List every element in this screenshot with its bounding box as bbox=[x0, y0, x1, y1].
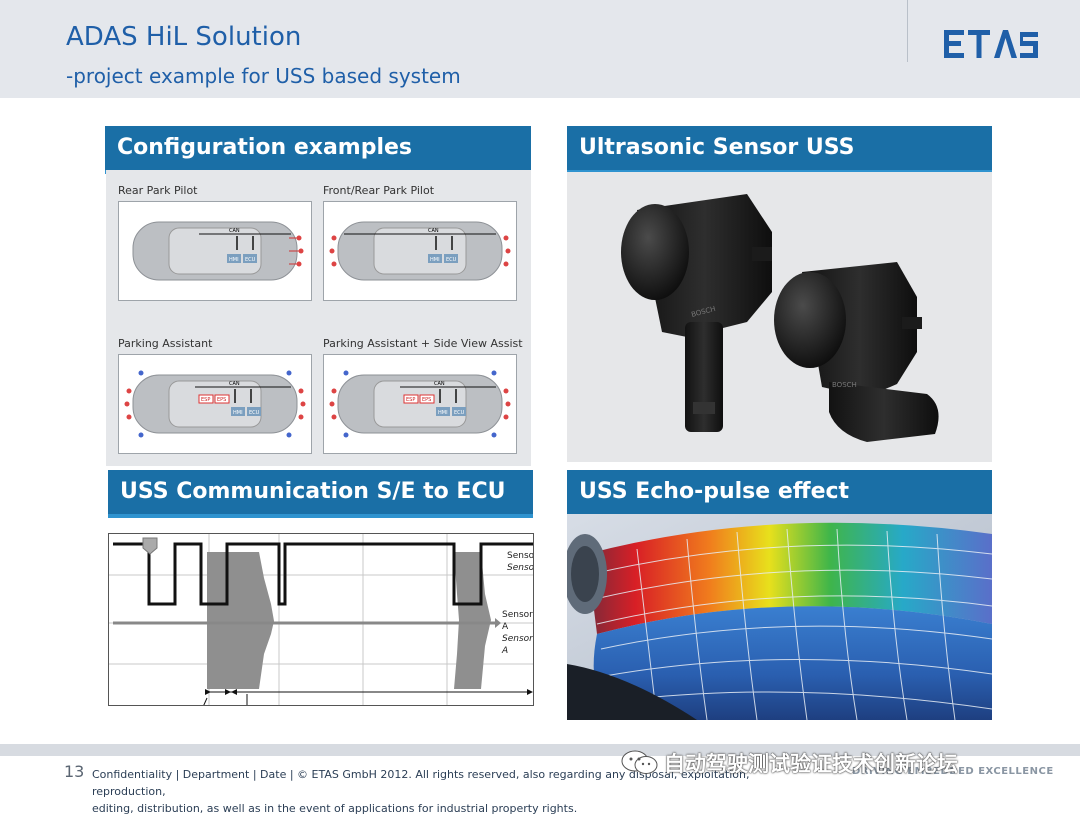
svg-text:ECU: ECU bbox=[446, 257, 457, 263]
car-diagram-rear-park-pilot: CAN HMI ECU bbox=[118, 201, 312, 301]
svg-text:CAN: CAN bbox=[434, 381, 445, 387]
svg-text:CAN: CAN bbox=[229, 381, 240, 387]
echo-pulse-visualization bbox=[567, 514, 992, 720]
svg-text:HMI: HMI bbox=[430, 257, 440, 263]
svg-text:ECU: ECU bbox=[454, 410, 465, 416]
footer-tagline: DRIVING EMBEDDED EXCELLENCE bbox=[852, 766, 1054, 777]
config-label-rear-park-pilot: Rear Park Pilot bbox=[118, 184, 198, 197]
car-diagram-parking-assistant: CAN ESP EPS HMI ECU bbox=[118, 354, 312, 454]
config-label-front-rear-park-pilot: Front/Rear Park Pilot bbox=[323, 184, 435, 197]
slide-header: ADAS HiL Solution -project example for U… bbox=[0, 0, 1080, 98]
config-panel-header: Configuration examples bbox=[105, 126, 531, 174]
car-diagram-front-rear-park-pilot: CAN HMI ECU bbox=[323, 201, 517, 301]
watermark-text: 自动驾驶测试验证技术创新论坛 bbox=[664, 752, 958, 776]
signal-legend-sensor-a: Sensor A Sensor A bbox=[502, 610, 533, 656]
svg-text:CAN: CAN bbox=[428, 228, 439, 234]
svg-text:EPS: EPS bbox=[422, 397, 431, 403]
etas-logo bbox=[944, 28, 1040, 64]
signal-legend-sensor: Sensor Sensor bbox=[507, 551, 534, 573]
svg-text:ESP: ESP bbox=[201, 397, 210, 403]
svg-text:HMI: HMI bbox=[438, 410, 448, 416]
header-divider bbox=[907, 0, 908, 62]
svg-text:CAN: CAN bbox=[229, 228, 240, 234]
svg-text:ECU: ECU bbox=[245, 257, 256, 263]
svg-text:ECU: ECU bbox=[249, 410, 260, 416]
slide-subtitle: -project example for USS based system bbox=[66, 64, 461, 88]
uss-sensor-photo: BOSCH BOSCH bbox=[567, 172, 992, 462]
svg-text:HMI: HMI bbox=[233, 410, 243, 416]
svg-text:EPS: EPS bbox=[217, 397, 226, 403]
svg-text:HMI: HMI bbox=[229, 257, 239, 263]
footer-bar bbox=[0, 744, 1080, 756]
comm-panel-header: USS Communication S/E to ECU bbox=[108, 470, 533, 518]
config-label-parking-assistant: Parking Assistant bbox=[118, 337, 213, 350]
car-diagram-parking-assistant-side-view: CAN ESP EPS HMI ECU bbox=[323, 354, 517, 454]
page-number: 13 bbox=[64, 762, 85, 781]
slide-title: ADAS HiL Solution bbox=[66, 22, 302, 52]
config-label-parking-assistant-side-view: Parking Assistant + Side View Assist bbox=[323, 337, 523, 350]
sensor-panel-header: Ultrasonic Sensor USS bbox=[567, 126, 992, 174]
svg-text:ESP: ESP bbox=[406, 397, 415, 403]
signal-timing-diagram: Sensor Sensor Sensor A Sensor A bbox=[108, 533, 534, 706]
echo-panel-header: USS Echo-pulse effect bbox=[567, 470, 992, 518]
wechat-icon bbox=[620, 750, 660, 780]
svg-text:BOSCH: BOSCH bbox=[832, 381, 857, 389]
